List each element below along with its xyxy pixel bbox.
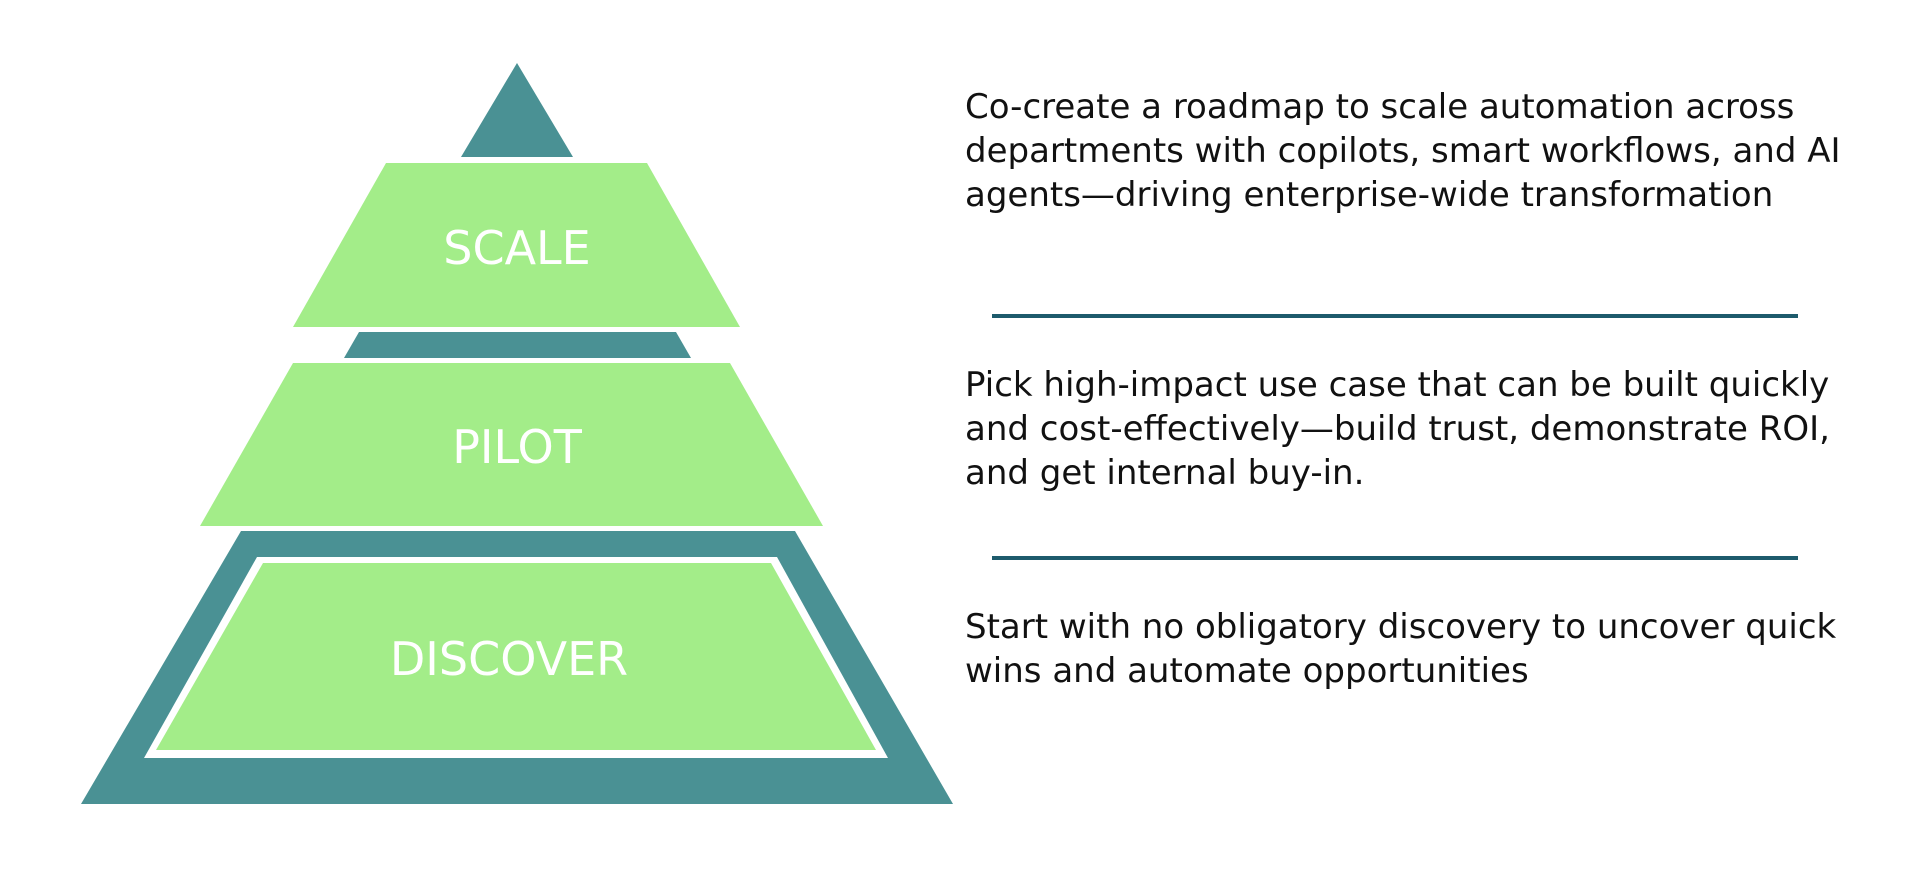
pilot-description: Pick high-impact use case that can be bu… [965, 365, 1830, 493]
tier-separator-band [344, 332, 691, 358]
tier-scale-label: SCALE [443, 221, 590, 275]
tier-pilot-label: PILOT [452, 420, 583, 474]
scale-description: Co-create a roadmap to scale automation … [965, 87, 1841, 215]
pyramid-apex [461, 63, 573, 157]
tier-scale-shape [293, 163, 740, 327]
discover-description: Start with no obligatory discovery to un… [965, 607, 1837, 691]
section-divider [992, 556, 1798, 560]
section-divider [992, 314, 1798, 318]
tier-pilot-shape [200, 363, 823, 526]
tier-discover-label: DISCOVER [390, 632, 628, 686]
tier-discover-shape [156, 563, 876, 750]
